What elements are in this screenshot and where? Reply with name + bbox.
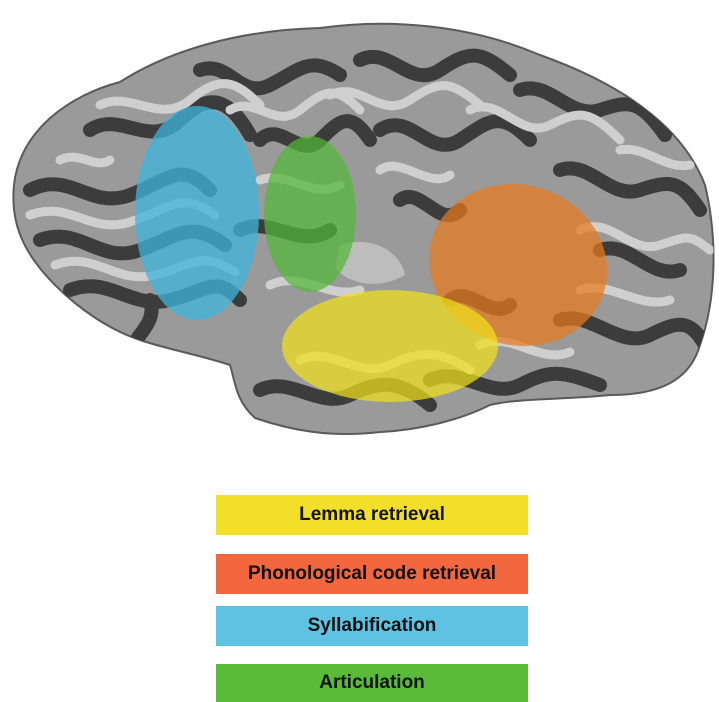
syllabification-region [135, 106, 259, 320]
legend-articulation-label: Articulation [319, 672, 425, 694]
legend-articulation: Articulation [216, 664, 528, 702]
legend-syllabification-label: Syllabification [308, 615, 437, 637]
legend-phonological-label: Phonological code retrieval [248, 563, 496, 585]
legend-phonological-code-retrieval: Phonological code retrieval [216, 554, 528, 594]
legend-lemma-label: Lemma retrieval [299, 504, 445, 526]
articulation-region [264, 136, 356, 292]
lemma-region [282, 290, 498, 402]
legend-lemma-retrieval: Lemma retrieval [216, 495, 528, 535]
brain-surface-illustration [0, 0, 719, 450]
legend-syllabification: Syllabification [216, 606, 528, 646]
